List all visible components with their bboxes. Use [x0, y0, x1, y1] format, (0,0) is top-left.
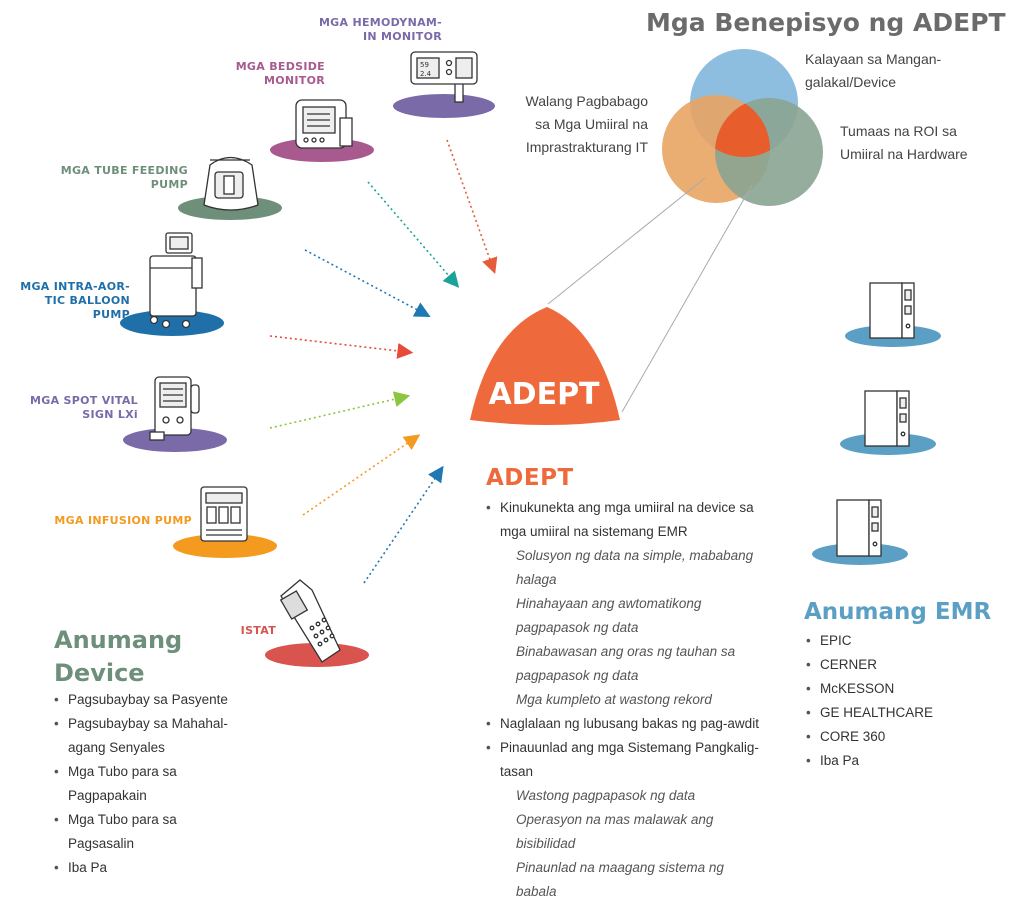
adept-sublist: Solusyon ng data na simple, mababang hal…: [500, 544, 786, 712]
infusion-pump-icon: [200, 486, 248, 542]
device-section-item: Mga Tubo para sa Pagsasalin: [54, 808, 244, 856]
server-tower-icon: [864, 390, 910, 447]
arrow-istat: [363, 465, 444, 584]
device-label-infusion: MGA INFUSION PUMP: [54, 514, 192, 527]
device-label-balloon: MGA INTRA-AOR- TIC BALLOON PUMP: [20, 280, 130, 321]
arrow-hemodynamic: [446, 139, 498, 275]
adept-subitem: Solusyon ng data na simple, mababang hal…: [516, 548, 754, 587]
adept-section-list: Kinukunekta ang mga umiiral na device sa…: [486, 496, 786, 904]
device-feeding: [178, 156, 282, 220]
adept-item-text: Naglalaan ng lubusang bakas ng pag-awdit: [500, 716, 759, 731]
emr-item: CORE 360: [806, 725, 986, 749]
device-section-item: Pagsubaybay sa Mahahal- agang Senyales: [54, 712, 244, 760]
emr-section-title: Anumang EMR: [804, 599, 992, 625]
svg-text:59: 59: [420, 61, 429, 69]
platform-balloon: [120, 310, 224, 336]
arrow-infusion: [302, 434, 421, 516]
adept-subitem: Mga kumpleto at wastong rekord: [516, 692, 712, 707]
device-bedside: [270, 99, 374, 162]
device-section-list: Pagsubaybay sa Pasyente Pagsubaybay sa M…: [54, 688, 244, 880]
arrow-bedside: [367, 181, 460, 288]
emr-item: GE HEALTHCARE: [806, 701, 986, 725]
benefits-title: Mga Benepisyo ng ADEPT: [646, 8, 1006, 37]
feeding-pump-icon: [203, 156, 259, 211]
adept-item-safety: Pinauunlad ang mga Sistemang Pangkalig- …: [486, 736, 786, 904]
balloon-pump-icon: [149, 232, 203, 329]
emr-section-list: EPIC CERNER McKESSON GE HEALTHCARE CORE …: [806, 629, 986, 773]
benefit-roi: Tumaas na ROI sa Umiiral na Hardware: [840, 123, 968, 162]
adept-subitem: Pinaunlad na maagang sistema ng babala: [516, 860, 724, 899]
emr-server-1: [845, 282, 941, 347]
emr-item: CERNER: [806, 653, 986, 677]
emr-item: Iba Pa: [806, 749, 986, 773]
emr-item: McKESSON: [806, 677, 986, 701]
device-vital: [123, 376, 227, 452]
adept-subitem: Binabawasan ang oras ng tauhan sa pagpap…: [516, 644, 736, 683]
adept-item-text: Kinukunekta ang mga umiiral na device sa…: [500, 500, 754, 539]
svg-text:2.4: 2.4: [420, 70, 432, 78]
benefit-no-it-change: Walang Pagbabago sa Mga Umiiral na Impra…: [525, 93, 648, 155]
arrow-vital: [269, 391, 411, 429]
venn-connector-left: [547, 177, 706, 305]
server-tower-icon: [869, 282, 915, 339]
device-label-vital: MGA SPOT VITAL SIGN LXi: [30, 394, 138, 421]
device-section-item: Mga Tubo para sa Pagpapakain: [54, 760, 244, 808]
device-balloon: [120, 232, 224, 336]
arrow-balloon: [269, 335, 414, 359]
device-infusion: [173, 486, 277, 558]
adept-sublist: Wastong pagpapasok ng data Operasyon na …: [500, 784, 786, 904]
device-label-bedside: MGA BEDSIDE MONITOR: [235, 60, 325, 87]
device-label-hemodynamic: MGA HEMODYNAM- IN MONITOR: [318, 16, 442, 43]
benefit-vendor-freedom: Kalayaan sa Mangan- galakal/Device: [805, 51, 942, 90]
adept-section-title: ADEPT: [486, 465, 574, 491]
device-istat: [265, 579, 369, 667]
adept-item-audit: Naglalaan ng lubusang bakas ng pag-awdit: [486, 712, 786, 736]
adept-hub-label: ADEPT: [488, 377, 600, 412]
istat-handheld-icon: [279, 579, 341, 663]
bedside-monitor-icon: [295, 99, 353, 149]
device-arrows: [269, 139, 498, 584]
vital-sign-icon: [149, 376, 200, 441]
emr-item: EPIC: [806, 629, 986, 653]
adept-item-connects: Kinukunekta ang mga umiiral na device sa…: [486, 496, 786, 712]
device-label-istat: ISTAT: [240, 624, 276, 637]
benefits-venn: [662, 49, 823, 206]
adept-item-text: Pinauunlad ang mga Sistemang Pangkalig- …: [500, 740, 759, 779]
adept-subitem: Hinahayaan ang awtomatikong pagpapasok n…: [516, 596, 702, 635]
platform-hemodynamic: [393, 94, 495, 118]
adept-subitem: Operasyon na mas malawak ang bisibilidad: [516, 812, 714, 851]
device-section-title: Anumang Device: [54, 626, 183, 687]
hemodynamic-monitor-icon: 59 2.4: [410, 51, 478, 103]
emr-server-2: [840, 390, 936, 455]
platform-vital: [123, 428, 227, 452]
adept-hub-shape: [470, 307, 620, 425]
venn-connector-right: [621, 184, 753, 413]
arrow-feeding: [304, 249, 431, 318]
adept-subitem: Wastong pagpapasok ng data: [516, 788, 696, 803]
device-label-feeding: MGA TUBE FEEDING PUMP: [60, 164, 188, 191]
device-hemodynamic: 59 2.4: [393, 51, 495, 118]
device-section-item: Iba Pa: [54, 856, 244, 880]
platform-infusion: [173, 534, 277, 558]
device-section-item: Pagsubaybay sa Pasyente: [54, 688, 244, 712]
server-tower-icon: [836, 499, 882, 557]
emr-server-3: [812, 499, 908, 565]
